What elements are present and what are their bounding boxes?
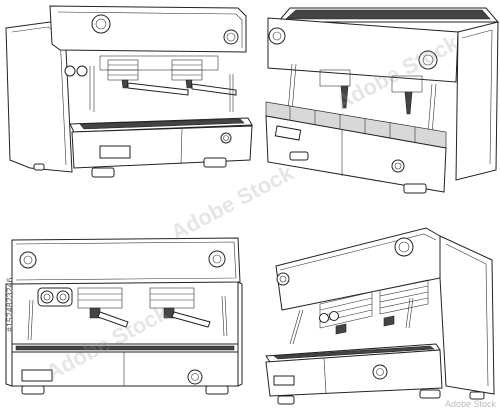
stock-id-label: #1524823246 (5, 277, 15, 332)
front-left-view (5, 5, 253, 178)
front-view (5, 237, 243, 395)
group-head-right (171, 59, 203, 89)
front-right-view (265, 7, 500, 194)
angled-right-view (265, 227, 495, 405)
watermark-brand: Adobe Stock (444, 399, 496, 409)
group-head-left (107, 59, 139, 89)
